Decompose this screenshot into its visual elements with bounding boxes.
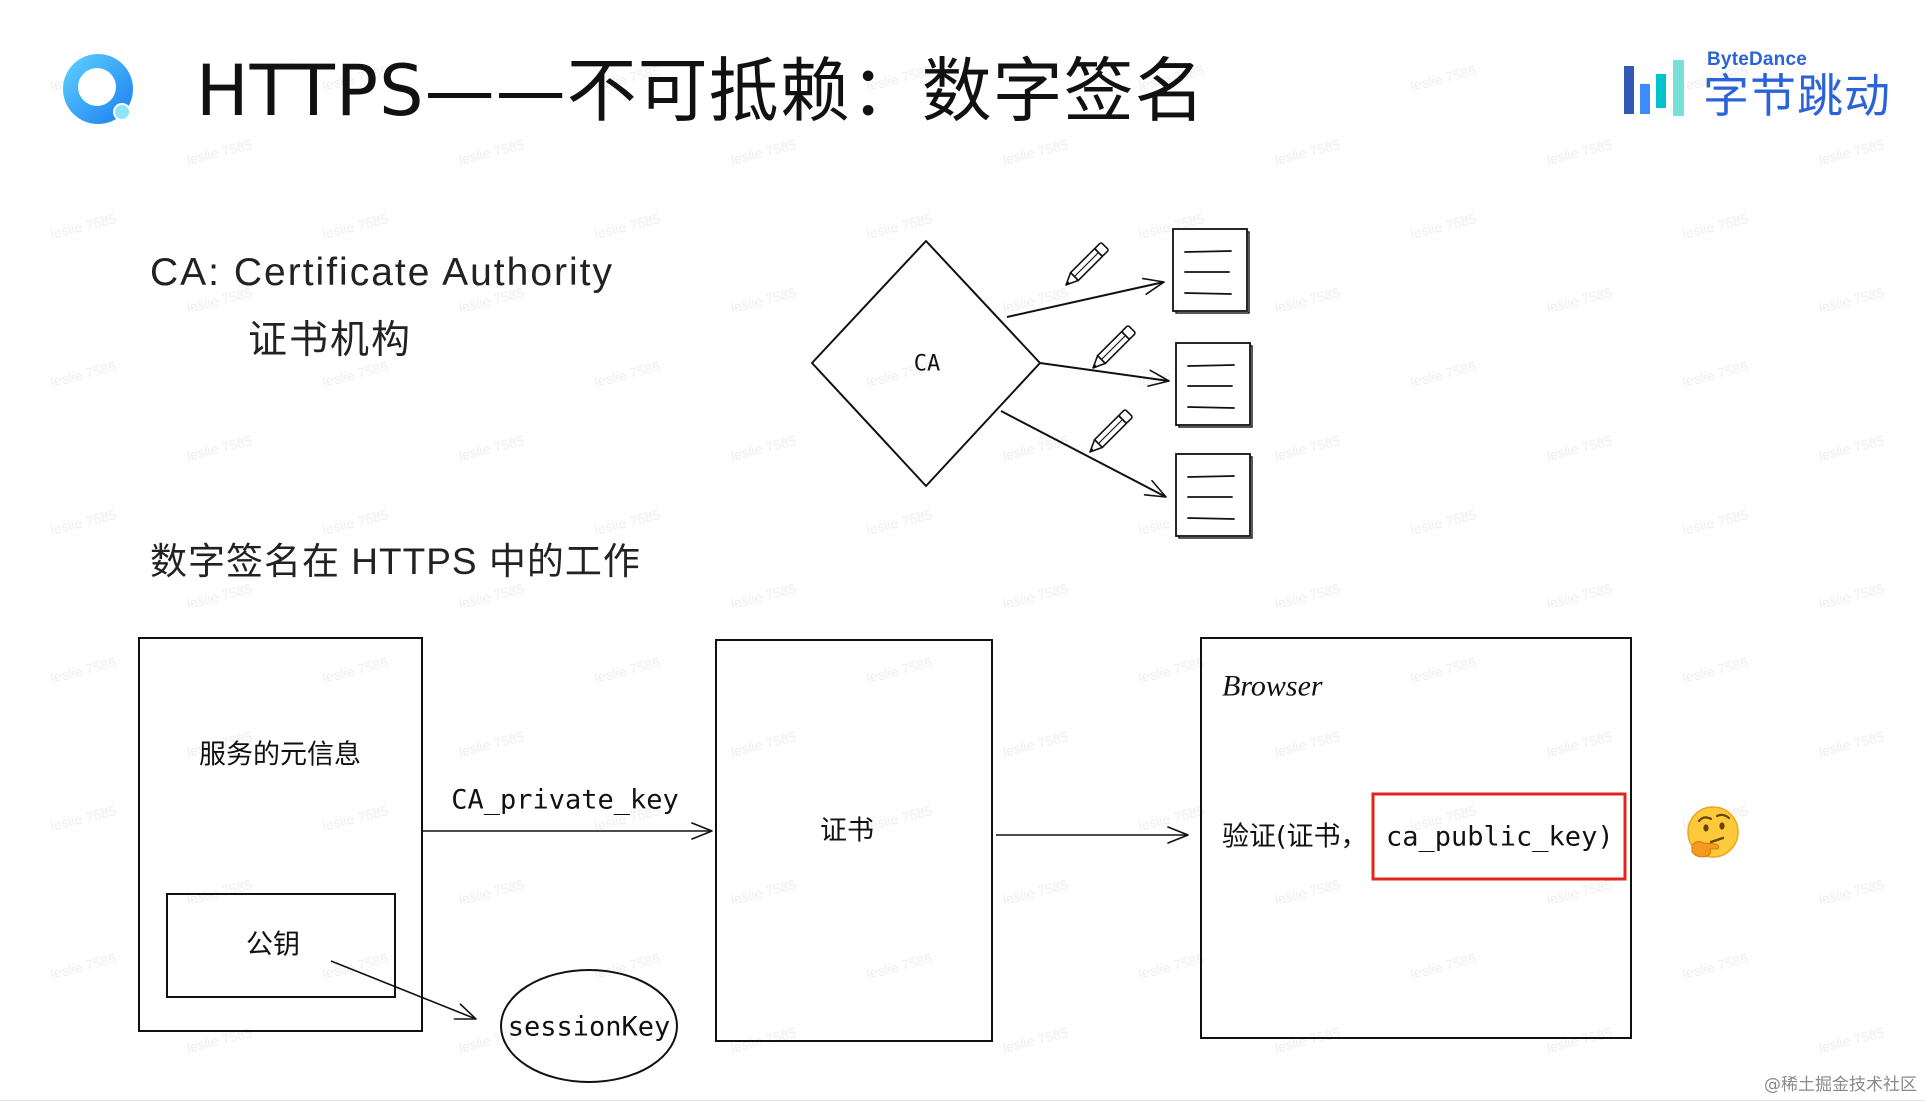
certificate-box [715,639,993,1042]
thinking-face-icon [1687,806,1739,858]
public-key-highlight [1371,792,1627,881]
brand-name-en: ByteDance [1707,49,1808,70]
public-key-label: 公钥 [246,930,300,961]
ca-arrow-2 [1039,362,1170,387]
pencil-icon [1085,408,1134,457]
ca-definition: CA: Certificate Authority [150,251,614,294]
certificate-label: 证书 [820,816,874,847]
bottom-divider [0,1100,1925,1101]
session-key-node [500,969,678,1083]
page-title: HTTPS——不可抵赖：数字签名 [196,50,1206,132]
session-key-arrow [330,960,477,1020]
ca-public-key-text: ca_public_key) [1386,822,1614,853]
sign-arrow-label: CA_private_key [451,785,679,816]
footer-credit: @稀土掘金技术社区 [1764,1075,1917,1095]
ca-node-label: CA [914,352,941,377]
bytedance-bars-icon [1624,60,1684,116]
ca-arrow-3 [1000,410,1167,498]
ca-arrow-1 [1006,277,1165,318]
browser-title: Browser [1222,670,1323,703]
document-icon [1172,228,1250,314]
session-key-label: sessionKey [508,1012,671,1043]
ca-node [811,240,1041,487]
document-icon [1175,453,1253,539]
workflow-heading: 数字签名在 HTTPS 中的工作 [150,541,641,582]
server-meta-label: 服务的元信息 [199,740,361,771]
browser-box [1200,637,1632,1039]
document-icon [1175,342,1253,428]
brand-name-zh: 字节跳动 [1703,69,1891,123]
pencil-icon [1061,241,1110,290]
ca-translation: 证书机构 [248,319,413,362]
pencil-icon [1088,324,1137,373]
public-key-box [166,893,396,998]
app-logo-icon [63,54,133,124]
server-box [138,637,423,1032]
verify-text: 验证(证书， [1222,822,1368,853]
